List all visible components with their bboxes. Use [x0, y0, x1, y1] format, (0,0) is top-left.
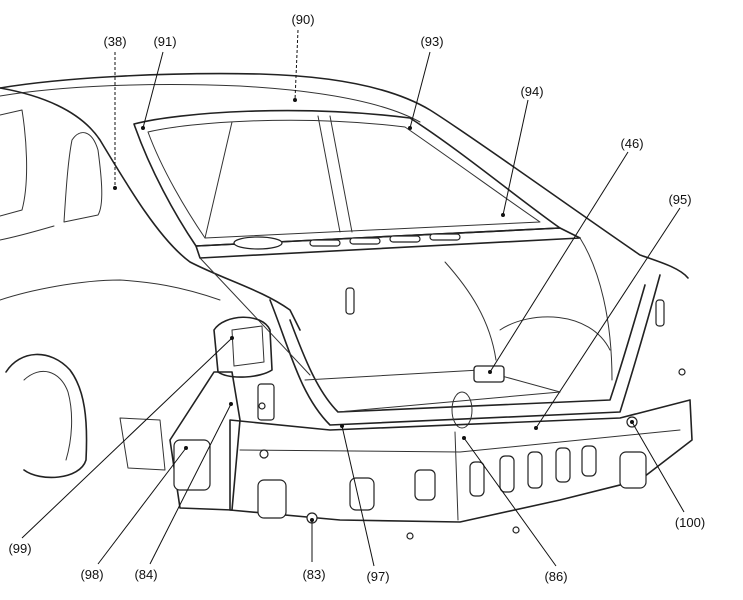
mount-hole: [258, 402, 266, 410]
rear-pillar-panel: [169, 371, 241, 511]
parcel-shelf-hole: [233, 236, 283, 250]
callout-91: (91): [153, 34, 176, 49]
leader-97: [341, 425, 375, 567]
leader-dot-100: [630, 420, 634, 424]
side-window: [63, 132, 103, 223]
rear-panel-slot: [555, 447, 571, 483]
leader-94: [502, 99, 529, 216]
trunk-floor: [304, 369, 561, 413]
leader-99: [21, 337, 233, 539]
side-door-line: [0, 225, 55, 241]
trunk-opening-outer: [269, 274, 661, 426]
spare-wheel-well: [499, 316, 611, 351]
trunk-bracket: [473, 365, 505, 383]
callout-84: (84): [134, 567, 157, 582]
parcel-shelf-slot: [429, 233, 461, 241]
rear-window-frame: [133, 109, 561, 247]
left-rear-panel-cutout: [173, 439, 211, 491]
rear-end-panel-ridge: [239, 429, 681, 453]
body-lower-line: [0, 279, 221, 301]
rear-bumper-bracket: [119, 417, 166, 471]
callout-98: (98): [80, 567, 103, 582]
parcel-shelf-slot: [389, 235, 421, 243]
callout-100: (100): [675, 515, 705, 530]
rear-panel-slot: [414, 469, 436, 501]
callout-94: (94): [520, 84, 543, 99]
mount-hole: [406, 532, 414, 540]
leader-86: [463, 437, 557, 567]
rear-panel-bracket-right: [619, 451, 647, 489]
leader-dot-38: [113, 186, 117, 190]
callout-93: (93): [420, 34, 443, 49]
rear-panel-bracket-left: [257, 479, 287, 519]
trunk-back-wall: [199, 257, 311, 376]
leader-dot-83: [310, 518, 314, 522]
leader-dot-95: [534, 426, 538, 430]
leader-90: [294, 29, 299, 101]
leader-dot-97: [340, 424, 344, 428]
rear-pillar-cutout: [257, 383, 275, 421]
b-pillar-right: [329, 115, 353, 233]
rear-panel-slot: [581, 445, 597, 477]
rear-lamp-inner: [231, 325, 265, 367]
callout-97: (97): [366, 569, 389, 584]
trunk-opening-inner: [289, 284, 646, 413]
callout-labels: (38) (91) (90) (93) (94) (46) (95) (100)…: [8, 12, 705, 584]
trunk-side-inner: [444, 261, 497, 361]
roof-outline: [0, 72, 689, 279]
callout-99: (99): [8, 541, 31, 556]
car-body-structure: [0, 72, 693, 540]
rear-wheel-arch-inner: [23, 371, 73, 461]
leader-91: [142, 51, 164, 129]
mount-hole: [678, 368, 686, 376]
floor-marker-ellipse: [451, 391, 473, 429]
leader-dot-46: [488, 370, 492, 374]
callout-86: (86): [544, 569, 567, 584]
rear-panel-slot: [499, 455, 515, 493]
callout-90: (90): [291, 12, 314, 27]
mount-hole: [512, 526, 520, 534]
trunk-side-slot: [345, 287, 355, 315]
rear-panel-slot: [527, 451, 543, 489]
rear-panel-slot: [469, 461, 485, 497]
parcel-shelf-slot: [309, 239, 341, 247]
leader-95: [535, 207, 681, 429]
leader-dot-98: [184, 446, 188, 450]
leader-dot-94: [501, 213, 505, 217]
b-pillar-center: [317, 115, 341, 233]
leader-100: [631, 421, 685, 513]
leader-dot-91: [141, 126, 145, 130]
callout-46: (46): [620, 136, 643, 151]
rear-lamp-housing: [213, 316, 273, 378]
callout-83: (83): [302, 567, 325, 582]
leader-lines: [21, 29, 685, 567]
left-quarter-panel: [0, 87, 301, 331]
trunk-side-inner-right: [579, 237, 613, 381]
leader-98: [97, 447, 187, 565]
parcel-shelf-slot: [349, 237, 381, 245]
leader-dot-86: [462, 436, 466, 440]
leader-dot-99: [230, 336, 234, 340]
b-pillar-left: [204, 121, 233, 239]
leader-dot-90: [293, 98, 297, 102]
mount-hole: [259, 449, 269, 459]
callout-38: (38): [103, 34, 126, 49]
rear-wheel-arch: [5, 353, 88, 479]
leader-dot-84: [229, 402, 233, 406]
roof-inner-line: [0, 83, 421, 123]
rear-window-inner-frame: [147, 119, 541, 239]
rear-end-center-divider: [454, 431, 459, 521]
leader-dot-93: [408, 126, 412, 130]
callout-95: (95): [668, 192, 691, 207]
leader-93: [409, 51, 431, 129]
side-window-front: [0, 109, 28, 217]
leader-84: [149, 403, 232, 565]
leader-46: [489, 151, 629, 373]
trunk-side-slot-right: [655, 299, 665, 327]
rear-panel-bracket-inner: [349, 477, 375, 511]
